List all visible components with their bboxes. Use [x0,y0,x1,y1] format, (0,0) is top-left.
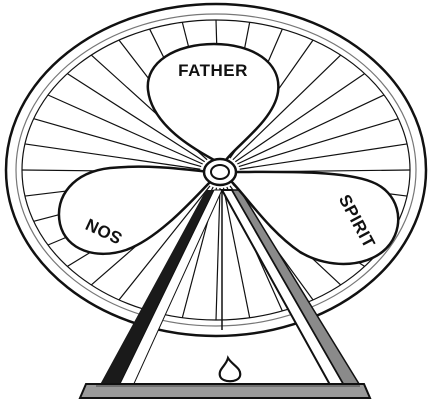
droplet-icon [220,358,241,381]
fan-hub [204,159,236,185]
label-father: FATHER [178,61,248,80]
